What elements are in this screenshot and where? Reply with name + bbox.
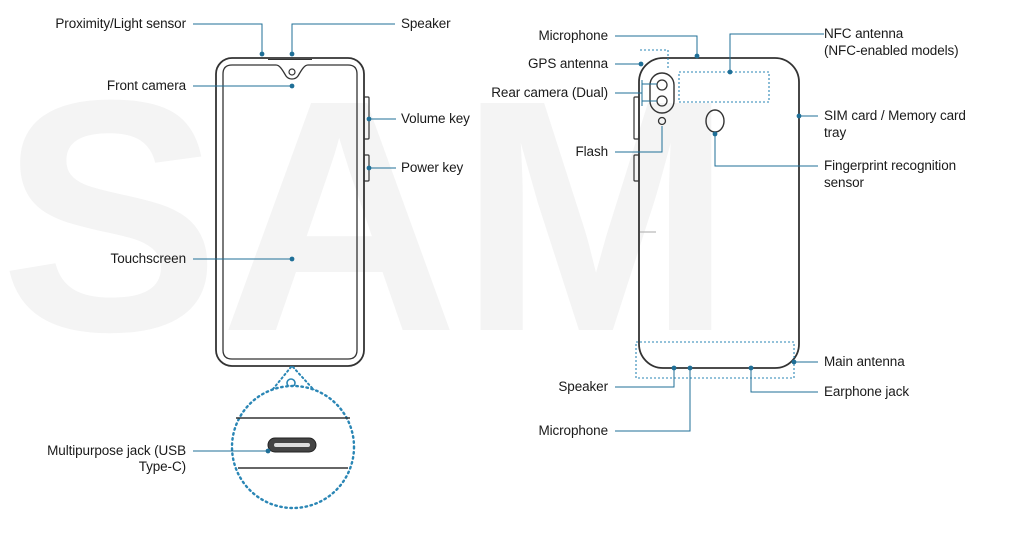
back-view [633,57,800,369]
back-power-key [633,154,640,182]
leader-nfc-antenna [729,33,824,70]
usb-c-tongue [274,443,310,447]
leader-flash [615,126,663,153]
label-sim-tray-line2: tray [824,125,847,140]
label-flash: Flash [575,144,608,159]
rear-camera-module [649,72,675,114]
leader-microphone-top [615,35,698,54]
leader-microphone-bottom [615,368,691,432]
flash-icon [657,116,667,126]
gps-antenna-region [640,49,669,70]
nfc-antenna-region [678,71,770,103]
leader-speaker-bottom [615,368,675,388]
label-multipurpose-jack-line2: Type-C) [138,459,186,474]
touchscreen-outline [222,64,358,360]
label-front-camera: Front camera [106,78,186,93]
back-body-outline [638,57,800,369]
leader-fingerprint [714,134,818,167]
front-camera-icon [288,68,296,76]
back-volume-key [633,96,640,140]
leader-earphone-jack [750,368,818,393]
label-gps-antenna: GPS antenna [528,56,608,71]
label-volume-key: Volume key [401,111,470,126]
label-power-key: Power key [401,160,464,175]
label-microphone-bottom: Microphone [538,423,608,438]
front-view [215,57,370,367]
label-multipurpose-jack-line1: Multipurpose jack (USB [47,443,186,458]
label-sim-tray-line1: SIM card / Memory card [824,108,966,123]
label-touchscreen: Touchscreen [110,251,187,266]
rear-camera-lens-1 [656,79,668,91]
label-nfc-antenna-line2: (NFC-enabled models) [824,43,959,58]
leader-proximity-sensor [193,23,263,52]
front-leaders [193,23,396,454]
label-fingerprint-line2: sensor [824,175,864,190]
leader-speaker [291,23,395,52]
label-speaker-bottom: Speaker [558,379,608,394]
front-body-outline [215,57,365,367]
usb-magnifier [230,366,356,510]
label-proximity-sensor: Proximity/Light sensor [55,16,186,31]
watermark-text: SAM [0,31,733,400]
label-fingerprint-line1: Fingerprint recognition [824,158,957,173]
label-main-antenna: Main antenna [824,354,905,369]
label-speaker-front: Speaker [401,16,451,31]
label-microphone-top: Microphone [538,28,608,43]
back-leaders [615,33,824,432]
label-earphone-jack: Earphone jack [824,384,910,399]
label-nfc-antenna-line1: NFC antenna [824,26,904,41]
label-rear-camera: Rear camera (Dual) [491,85,608,100]
